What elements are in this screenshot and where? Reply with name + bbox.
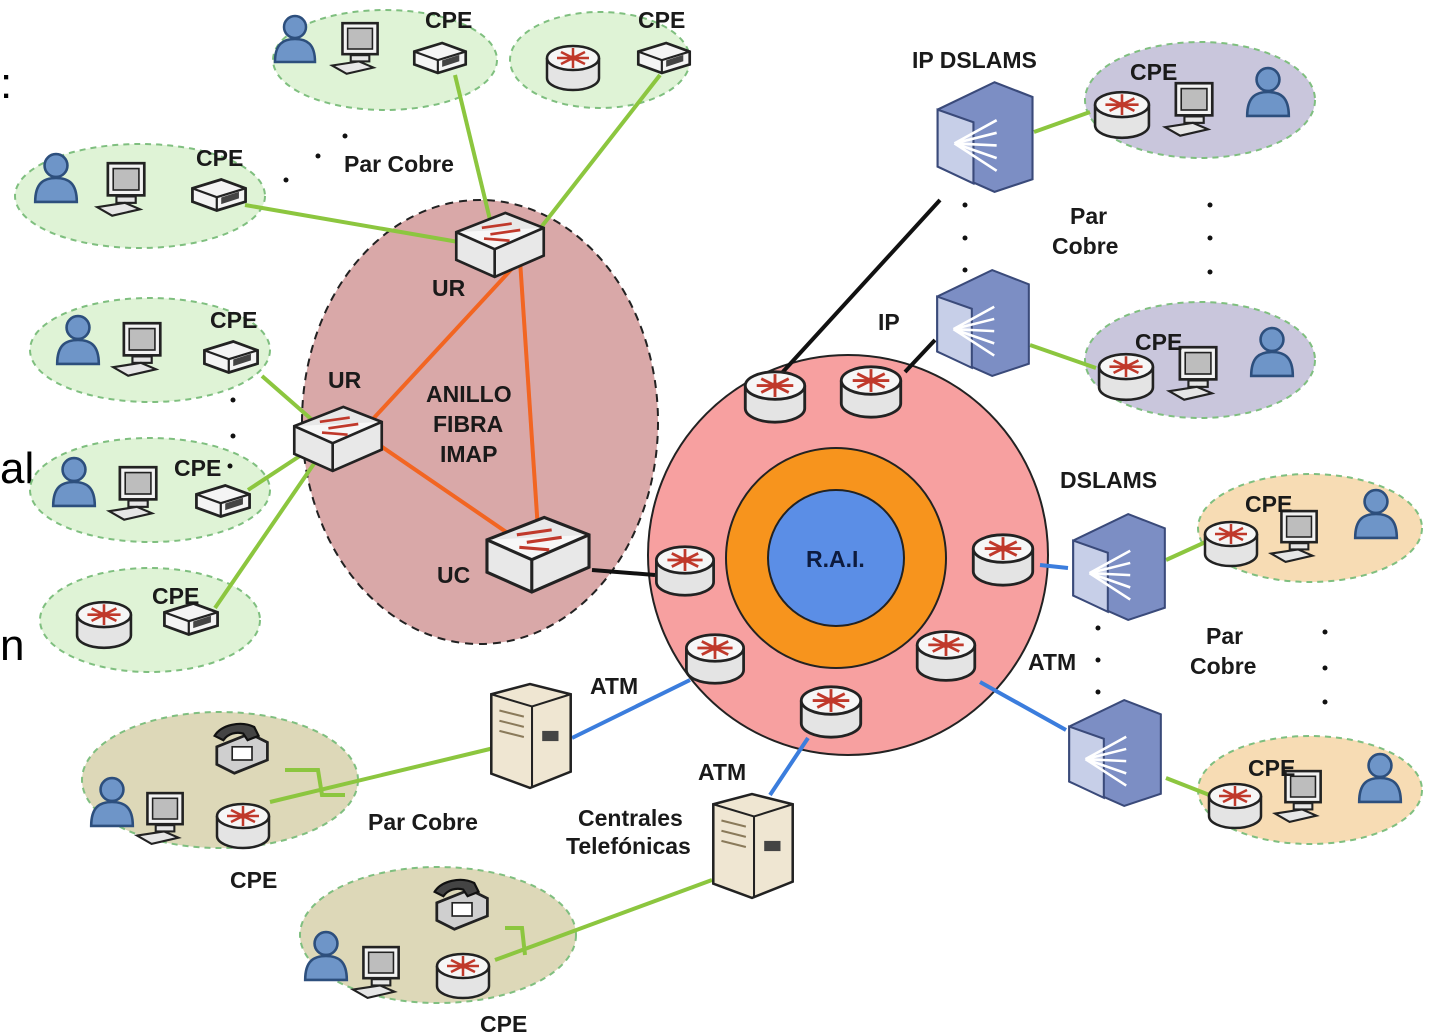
router-icon xyxy=(215,802,271,850)
label-cpe: CPE xyxy=(425,7,472,33)
label-cpe: CPE xyxy=(196,145,243,171)
label-par: Par xyxy=(1070,203,1107,229)
label-cpe: CPE xyxy=(638,7,685,33)
label-cpe: CPE xyxy=(152,583,199,609)
label-par: Par xyxy=(1206,623,1243,649)
label-ur: UR xyxy=(432,275,466,301)
dslam-icon xyxy=(1067,698,1163,808)
label-ur: UR xyxy=(328,367,362,393)
blue-atm-links xyxy=(571,563,1069,797)
router-icon xyxy=(1093,90,1151,140)
label-cobre: Cobre xyxy=(1190,653,1256,679)
label-cpe: CPE xyxy=(1135,329,1182,355)
label-uc: UC xyxy=(437,562,470,588)
label-par-cobre: Par Cobre xyxy=(368,809,478,835)
label-cpe: CPE xyxy=(1130,59,1177,85)
cloud-top-left xyxy=(272,9,498,111)
slide-text-fragment-1: al xyxy=(0,444,34,493)
label-atm: ATM xyxy=(590,673,638,699)
label-anillo: ANILLO xyxy=(426,381,512,407)
continuation-dots xyxy=(227,133,1328,705)
label-cobre: Cobre xyxy=(1052,233,1118,259)
cloud-left-4 xyxy=(39,567,261,673)
router-icon xyxy=(435,952,491,1000)
label-telefonicas: Telefónicas xyxy=(566,833,691,859)
rai-core xyxy=(767,489,905,627)
label-dslams: DSLAMS xyxy=(1060,467,1157,493)
black-links xyxy=(591,198,942,577)
label-cpe: CPE xyxy=(480,1011,527,1036)
router-icon xyxy=(545,44,601,92)
label-cpe: CPE xyxy=(174,455,221,481)
router-icon xyxy=(915,630,977,682)
slide-text-fragment-2: n xyxy=(0,621,24,670)
router-icon xyxy=(839,365,903,419)
router-icon xyxy=(743,370,807,424)
green-links xyxy=(213,73,1213,962)
dslam-icon xyxy=(936,80,1034,194)
label-imap: IMAP xyxy=(440,441,498,467)
label-centrales: Centrales xyxy=(578,805,683,831)
label-ip: IP xyxy=(878,309,900,335)
label-cpe: CPE xyxy=(1245,491,1292,517)
exchange-server-icon xyxy=(489,682,573,790)
diagram-labels: CPE CPE CPE CPE CPE CPE CPE CPE CPE CPE … xyxy=(152,7,1295,1036)
router-icon xyxy=(799,685,863,739)
label-rai: R.A.I. xyxy=(806,546,865,572)
label-cpe: CPE xyxy=(1248,755,1295,781)
router-icon xyxy=(75,600,133,650)
label-cpe: CPE xyxy=(210,307,257,333)
label-fibra: FIBRA xyxy=(433,411,503,437)
label-atm: ATM xyxy=(698,759,746,785)
label-ip-dslams: IP DSLAMS xyxy=(912,47,1037,73)
label-par-cobre: Par Cobre xyxy=(344,151,454,177)
slide-text-colon: : xyxy=(0,59,12,108)
dslam-icon xyxy=(1071,512,1167,622)
router-icon xyxy=(655,545,715,597)
router-icon xyxy=(685,633,745,685)
orange-fiber-links xyxy=(370,258,540,540)
router-icon xyxy=(971,533,1035,587)
router-icon xyxy=(1207,782,1263,830)
label-cpe: CPE xyxy=(230,867,277,893)
dslam-icon xyxy=(935,268,1031,378)
exchange-server-icon xyxy=(711,792,795,900)
router-icon xyxy=(1097,352,1155,402)
label-atm: ATM xyxy=(1028,649,1076,675)
router-icon xyxy=(1203,520,1259,568)
